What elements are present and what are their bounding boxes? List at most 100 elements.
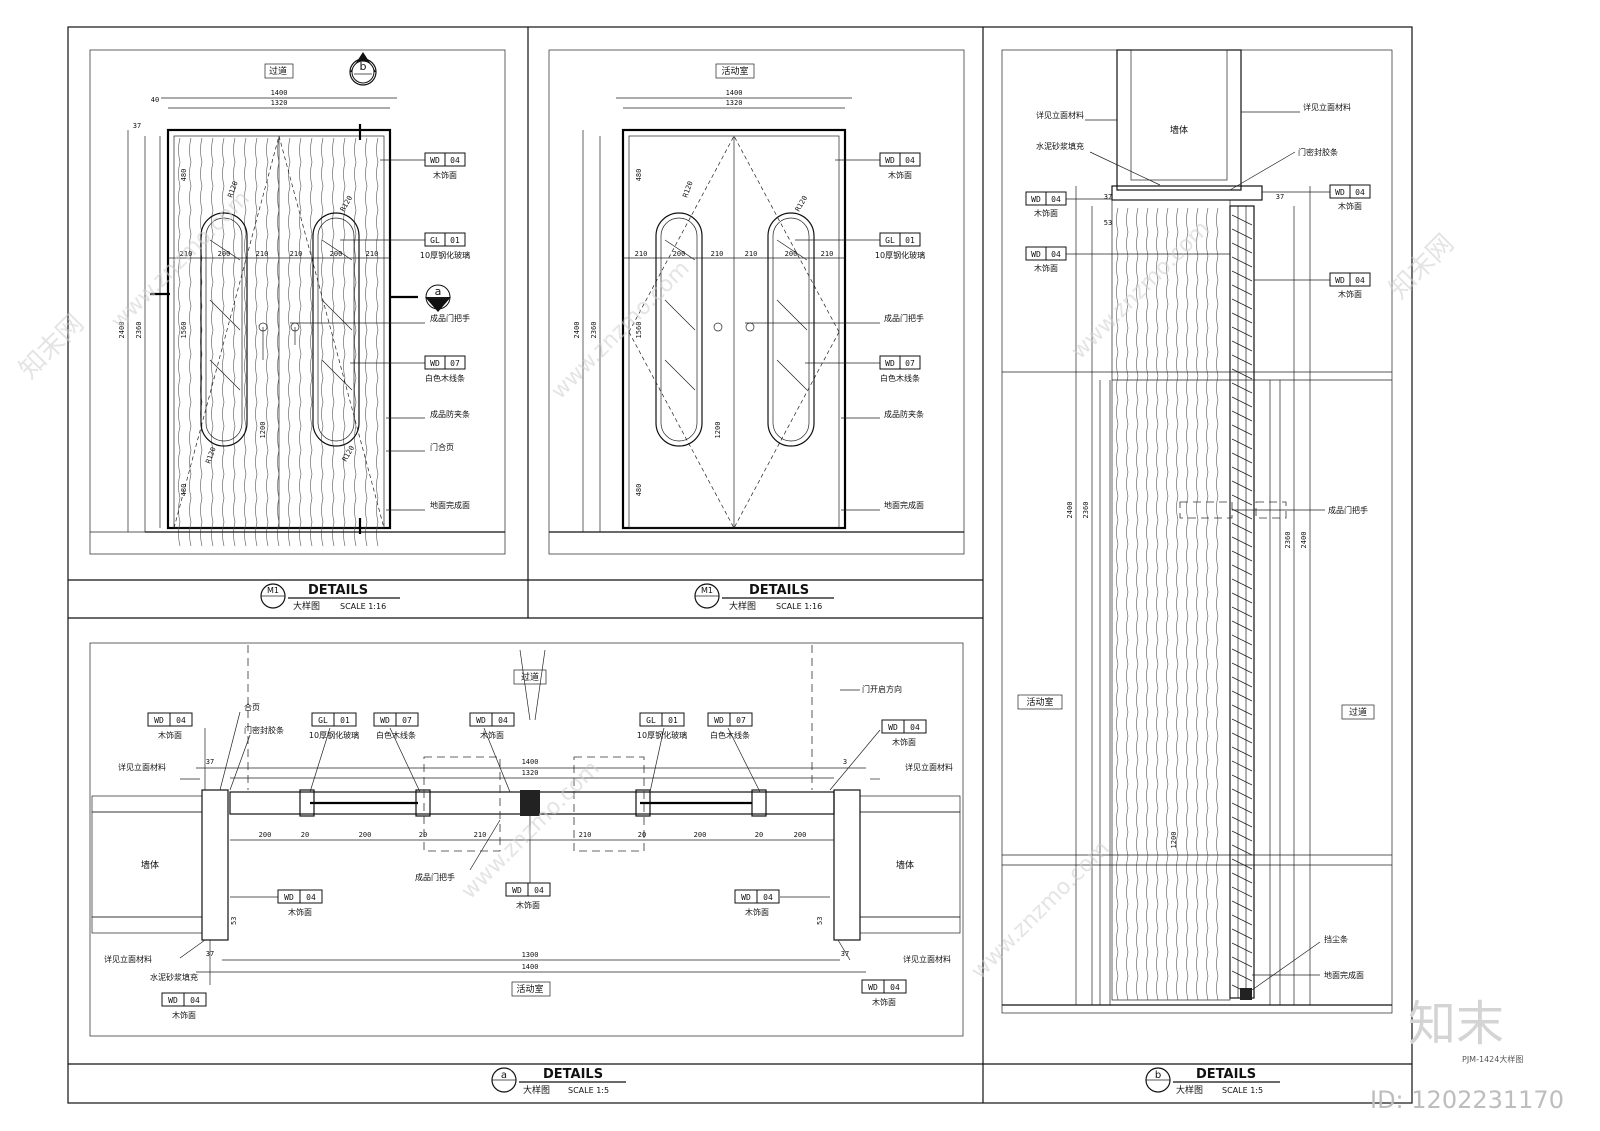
svg-text:200: 200 — [673, 250, 686, 258]
svg-text:04: 04 — [534, 886, 544, 895]
svg-text:WD: WD — [888, 723, 898, 732]
svg-text:07: 07 — [450, 359, 460, 368]
svg-text:10厚钢化玻璃: 10厚钢化玻璃 — [637, 730, 687, 740]
svg-text:210: 210 — [635, 250, 648, 258]
svg-text:地面完成面: 地面完成面 — [430, 500, 470, 510]
svg-text:详见立面材料: 详见立面材料 — [903, 954, 951, 964]
svg-text:200: 200 — [694, 831, 707, 839]
svg-text:2400: 2400 — [1300, 532, 1308, 549]
svg-text:DETAILS: DETAILS — [543, 1067, 603, 1082]
material-tag-wd04: WD 04 木饰面 — [424, 152, 466, 180]
svg-text:木饰面: 木饰面 — [1034, 208, 1058, 218]
svg-text:a: a — [501, 1070, 507, 1081]
svg-text:木饰面: 木饰面 — [480, 730, 504, 740]
svg-text:水泥砂浆填充: 水泥砂浆填充 — [150, 972, 198, 982]
svg-text:01: 01 — [905, 236, 915, 245]
svg-text:成品门把手: 成品门把手 — [1328, 505, 1368, 515]
svg-text:WD: WD — [1031, 250, 1041, 259]
svg-text:04: 04 — [306, 893, 316, 902]
svg-text:SCALE 1:16: SCALE 1:16 — [776, 602, 822, 611]
svg-text:200: 200 — [794, 831, 807, 839]
svg-text:白色木线条: 白色木线条 — [710, 730, 750, 740]
svg-text:37: 37 — [1104, 193, 1112, 201]
svg-text:WD: WD — [168, 996, 178, 1005]
material-tag-wd07: WD 07 白色木线条 — [424, 355, 466, 383]
svg-text:2360: 2360 — [135, 322, 143, 339]
svg-text:成品防夹条: 成品防夹条 — [430, 409, 470, 419]
elevation-m1-right: 活动室 1400 1320 2400 2360 480 1560 480 120… — [548, 49, 965, 555]
svg-text:墙体: 墙体 — [896, 859, 914, 871]
svg-text:200: 200 — [359, 831, 372, 839]
svg-text:04: 04 — [1051, 250, 1061, 259]
svg-text:木饰面: 木饰面 — [1338, 201, 1362, 211]
svg-text:04: 04 — [1355, 188, 1365, 197]
svg-text:R120: R120 — [794, 194, 809, 213]
svg-text:53: 53 — [230, 917, 238, 925]
svg-text:PJM-1424大样图: PJM-1424大样图 — [1462, 1054, 1523, 1064]
svg-text:木饰面: 木饰面 — [888, 170, 912, 180]
svg-text:37: 37 — [206, 758, 214, 766]
svg-text:20: 20 — [755, 831, 763, 839]
svg-text:WD: WD — [284, 893, 294, 902]
svg-text:DETAILS: DETAILS — [308, 583, 368, 598]
svg-text:木饰面: 木饰面 — [433, 170, 457, 180]
svg-text:04: 04 — [905, 156, 915, 165]
svg-text:成品防夹条: 成品防夹条 — [884, 409, 924, 419]
svg-text:200: 200 — [218, 250, 231, 258]
svg-text:白色木线条: 白色木线条 — [425, 373, 465, 383]
svg-text:2400: 2400 — [118, 322, 126, 339]
svg-text:大样图: 大样图 — [1176, 1084, 1203, 1096]
svg-text:SCALE 1:5: SCALE 1:5 — [568, 1086, 609, 1095]
svg-text:挡尘条: 挡尘条 — [1324, 934, 1348, 944]
svg-text:详见立面材料: 详见立面材料 — [1036, 110, 1084, 120]
svg-text:210: 210 — [711, 250, 724, 258]
svg-text:WD: WD — [154, 716, 164, 725]
svg-text:210: 210 — [821, 250, 834, 258]
svg-text:大样图: 大样图 — [293, 600, 320, 612]
svg-text:地面完成面: 地面完成面 — [884, 500, 924, 510]
svg-text:210: 210 — [366, 250, 379, 258]
wall-label: 墙体 — [141, 859, 159, 871]
svg-text:210: 210 — [290, 250, 303, 258]
elevation-m1-left: 过道 1400 1320 2400 2360 480 1560 — [89, 49, 506, 555]
svg-text:www.znzmo.com: www.znzmo.com — [547, 256, 695, 404]
title-block-a: a DETAILS 大样图 SCALE 1:5 — [491, 1067, 626, 1096]
svg-text:大样图: 大样图 — [729, 600, 756, 612]
svg-text:10厚钢化玻璃: 10厚钢化玻璃 — [309, 730, 359, 740]
svg-text:1320: 1320 — [522, 769, 539, 777]
svg-text:20: 20 — [638, 831, 646, 839]
svg-text:04: 04 — [176, 716, 186, 725]
svg-text:04: 04 — [763, 893, 773, 902]
svg-text:木饰面: 木饰面 — [516, 900, 540, 910]
svg-text:53: 53 — [1104, 219, 1112, 227]
svg-text:门密封胶条: 门密封胶条 — [1298, 147, 1338, 157]
watermark-brand: 知末 — [1408, 996, 1504, 1052]
svg-text:地面完成面: 地面完成面 — [1324, 970, 1364, 980]
svg-text:WD: WD — [430, 156, 440, 165]
svg-text:10厚钢化玻璃: 10厚钢化玻璃 — [420, 250, 470, 260]
svg-text:200: 200 — [330, 250, 343, 258]
svg-text:04: 04 — [1355, 276, 1365, 285]
svg-text:GL: GL — [318, 716, 328, 725]
svg-text:37: 37 — [133, 122, 141, 130]
svg-text:过道: 过道 — [521, 671, 539, 683]
svg-text:WD: WD — [476, 716, 486, 725]
svg-text:合页: 合页 — [244, 702, 260, 712]
svg-text:10厚钢化玻璃: 10厚钢化玻璃 — [875, 250, 925, 260]
svg-text:GL: GL — [646, 716, 656, 725]
svg-text:480: 480 — [635, 169, 643, 182]
svg-text:2400: 2400 — [573, 322, 581, 339]
svg-text:详见立面材料: 详见立面材料 — [1303, 102, 1351, 112]
svg-text:1400: 1400 — [522, 758, 539, 766]
svg-text:WD: WD — [512, 886, 522, 895]
svg-text:20: 20 — [301, 831, 309, 839]
svg-text:04: 04 — [1051, 195, 1061, 204]
svg-text:白色木线条: 白色木线条 — [880, 373, 920, 383]
svg-text:木饰面: 木饰面 — [872, 997, 896, 1007]
svg-text:a: a — [435, 285, 442, 298]
svg-text:木饰面: 木饰面 — [1034, 263, 1058, 273]
svg-text:木饰面: 木饰面 — [1338, 289, 1362, 299]
material-tag-gl01: GL 01 10厚钢化玻璃 — [420, 232, 470, 260]
title-block-b: b DETAILS 大样图 SCALE 1:5 — [1145, 1067, 1280, 1096]
svg-text:1400: 1400 — [271, 89, 288, 97]
